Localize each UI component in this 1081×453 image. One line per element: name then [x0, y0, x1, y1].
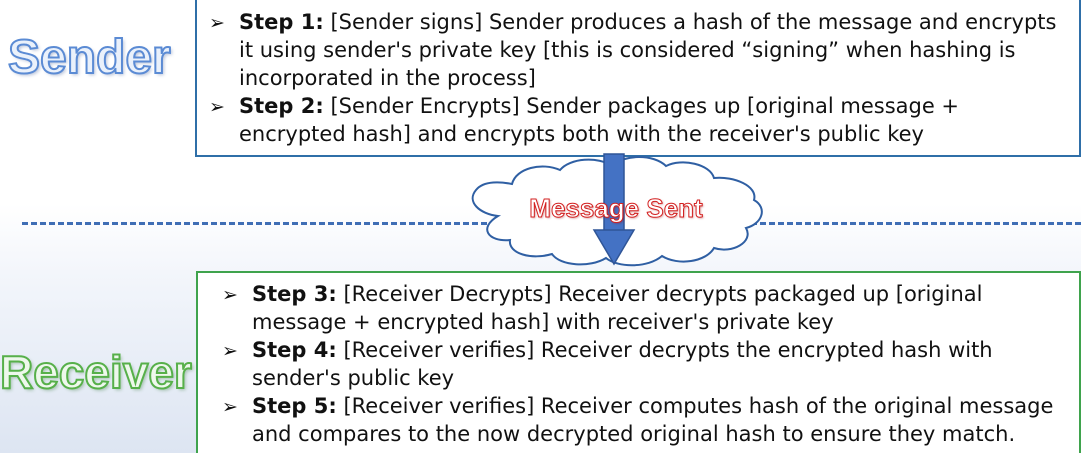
step-4-name: Step 4:: [252, 338, 337, 362]
sender-steps-box: ➢ Step 1: [Sender signs] Sender produces…: [195, 0, 1081, 157]
receiver-steps-list: ➢ Step 3: [Receiver Decrypts] Receiver d…: [222, 280, 1069, 448]
step-2-text: [Sender Encrypts] Sender packages up [or…: [239, 94, 960, 146]
step-4-item: ➢ Step 4: [Receiver verifies] Receiver d…: [222, 336, 1069, 392]
step-1-item: ➢ Step 1: [Sender signs] Sender produces…: [209, 8, 1069, 92]
arrow-bullet-icon: ➢: [209, 96, 225, 118]
step-5-name: Step 5:: [252, 394, 337, 418]
arrow-bullet-icon: ➢: [222, 284, 238, 306]
step-3-item: ➢ Step 3: [Receiver Decrypts] Receiver d…: [222, 280, 1069, 336]
step-4-text: [Receiver verifies] Receiver decrypts th…: [252, 338, 993, 390]
arrow-bullet-icon: ➢: [209, 12, 225, 34]
arrow-bullet-icon: ➢: [222, 340, 238, 362]
message-cloud: [458, 150, 770, 268]
message-sent-label: Message Sent: [529, 193, 703, 224]
step-1-name: Step 1:: [239, 10, 324, 34]
step-2-item: ➢ Step 2: [Sender Encrypts] Sender packa…: [209, 92, 1069, 148]
cloud-icon: [471, 153, 763, 267]
receiver-steps-box: ➢ Step 3: [Receiver Decrypts] Receiver d…: [196, 271, 1081, 453]
step-2-name: Step 2:: [239, 94, 324, 118]
step-5-item: ➢ Step 5: [Receiver verifies] Receiver c…: [222, 392, 1069, 448]
sender-steps-list: ➢ Step 1: [Sender signs] Sender produces…: [209, 8, 1069, 148]
step-3-text: [Receiver Decrypts] Receiver decrypts pa…: [252, 282, 983, 334]
receiver-label: Receiver: [0, 345, 193, 399]
step-5-text: [Receiver verifies] Receiver computes ha…: [252, 394, 1054, 446]
step-3-name: Step 3:: [252, 282, 337, 306]
step-1-text: [Sender signs] Sender produces a hash of…: [239, 10, 1057, 90]
sender-label: Sender: [7, 30, 172, 85]
arrow-bullet-icon: ➢: [222, 396, 238, 418]
down-arrow-head: [592, 229, 636, 266]
